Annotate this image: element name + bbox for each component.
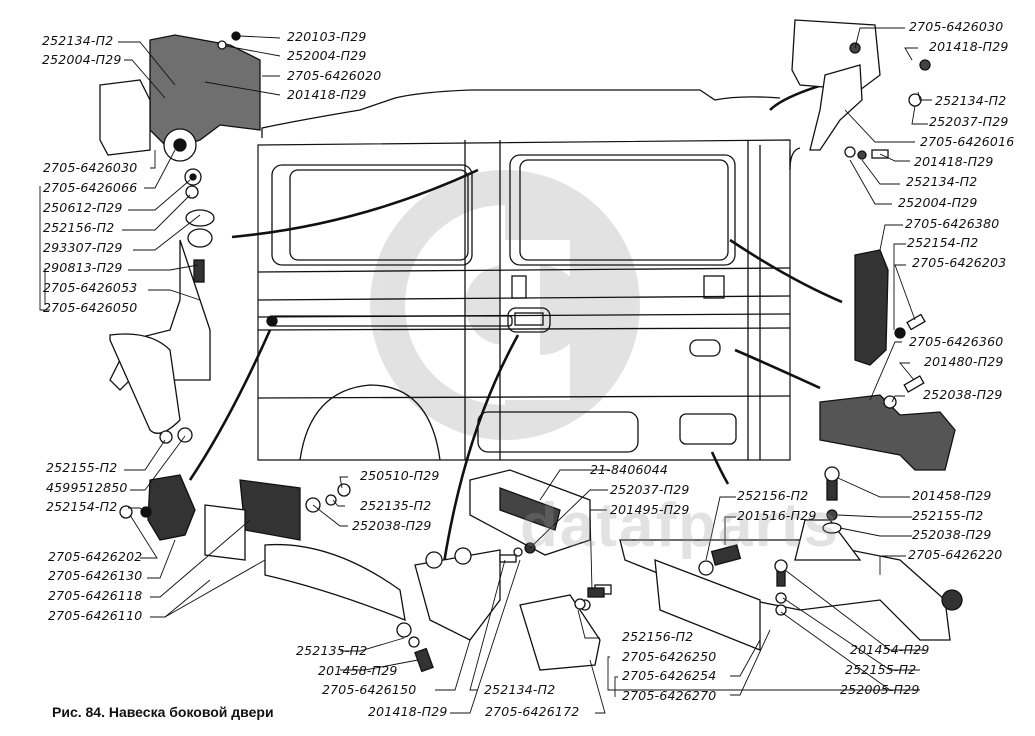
watermark-logo [370,170,640,440]
part-label: 2705-6426016 [920,134,1015,149]
part-label: 4599512850 [46,480,128,495]
part-label: 201458-П29 [912,488,992,503]
part-label: 201495-П29 [610,502,690,517]
part-label: 201454-П29 [850,642,930,657]
part-label: 2705-6426118 [48,588,143,603]
part-label: 201458-П29 [318,663,398,678]
part-label: 2705-6426110 [48,608,143,623]
part-label: 252004-П29 [898,195,978,210]
part-label: 252154-П2 [46,499,118,514]
part-label: 201418-П29 [914,154,994,169]
leader-lines [39,27,932,714]
lower-front-bracket [574,466,963,651]
part-label: 250612-П29 [43,200,123,215]
part-label: 2705-6426030 [43,160,138,175]
part-label: 2705-6426202 [48,549,143,564]
part-label: 252038-П29 [352,518,432,533]
part-label: 2705-6426380 [905,216,1000,231]
part-label: 201480-П29 [924,354,1004,369]
watermark-text: datafparts [520,491,840,560]
part-label: 252135-П2 [360,498,432,513]
part-label: 252037-П29 [610,482,690,497]
part-label: 252155-П2 [46,460,118,475]
part-label: 201418-П29 [368,704,448,719]
part-label: 220103-П29 [287,29,367,44]
figure-caption: Рис. 84. Навеска боковой двери [52,704,274,720]
van-body [257,89,801,461]
part-label: 252135-П2 [296,643,368,658]
part-label: 201418-П29 [929,39,1009,54]
part-label: 2705-6426172 [485,704,580,719]
part-label: 2705-6426130 [48,568,143,583]
part-label: 252134-П2 [42,33,114,48]
part-label: 252004-П29 [42,52,122,67]
upper-roller-bracket [99,31,261,444]
part-label: 252134-П2 [484,682,556,697]
part-label: 2705-6426020 [287,68,382,83]
part-label: 290813-П29 [43,260,123,275]
part-label: 252134-П2 [906,174,978,189]
part-label: 250510-П29 [360,468,440,483]
part-label: 252037-П29 [929,114,1009,129]
part-label: 252156-П2 [43,220,115,235]
part-label: 2705-6426250 [622,649,717,664]
part-label: 2705-6426030 [909,19,1004,34]
part-label: 21-8406044 [590,462,669,477]
part-label: 201418-П29 [287,87,367,102]
part-label: 2705-6426150 [322,682,417,697]
part-label: 2705-6426203 [912,255,1007,270]
part-label: 252038-П29 [923,387,1003,402]
part-label: 252155-П2 [845,662,917,677]
part-label: 252134-П2 [935,93,1007,108]
lower-rear-stop [119,474,434,673]
part-label: 2705-6426254 [622,668,717,683]
part-label: 252004-П29 [287,48,367,63]
part-label: 2705-6426220 [908,547,1003,562]
part-label: 252155-П2 [912,508,984,523]
part-label: 293307-П29 [43,240,123,255]
part-label: 201516-П29 [737,508,817,523]
part-label: 2705-6426270 [622,688,717,703]
part-label: 252154-П2 [907,235,979,250]
part-label: 2705-6426360 [909,334,1004,349]
part-label: 252156-П2 [622,629,694,644]
part-label: 2705-6426050 [43,300,138,315]
part-label: 252005-П29 [840,682,920,697]
part-label: 2705-6426066 [43,180,138,195]
part-label: 252156-П2 [737,488,809,503]
part-label: 2705-6426053 [43,280,138,295]
part-label: 252038-П29 [912,527,992,542]
